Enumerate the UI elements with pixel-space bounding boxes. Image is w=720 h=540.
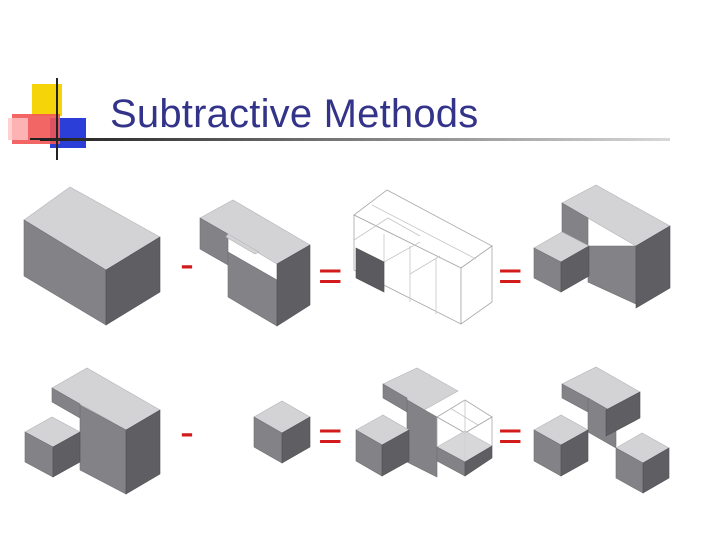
title-underline [40,138,670,141]
row2-equals-operator-2: = [498,412,523,459]
row2-small-cube [253,400,311,464]
row1-minus-operator: - [180,240,194,287]
row2-intermediate-shape [355,367,493,478]
row1-large-block [23,186,161,326]
row1-final-shape [533,184,671,309]
row2-equals-operator-1: = [318,412,343,459]
row1-t-shaped-piece [199,199,311,327]
row2-final-shape [533,366,670,494]
logo-red-fade [8,118,28,140]
row1-wireframe-result [353,189,493,325]
row1-equals-operator-1: = [318,252,343,299]
slide-title: Subtractive Methods [110,92,479,136]
row2-start-shape [24,367,161,495]
row1-equals-operator-2: = [498,252,523,299]
row2-minus-operator: - [180,408,194,455]
